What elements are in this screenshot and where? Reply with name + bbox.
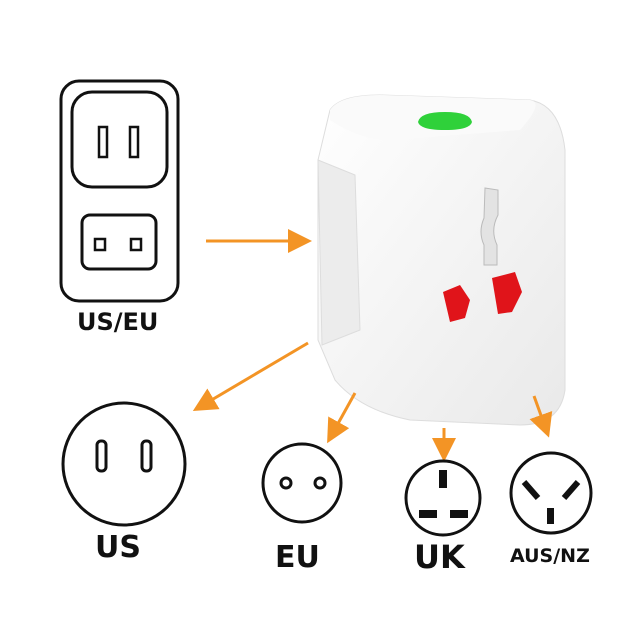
label-us-eu: US/EU (77, 308, 159, 336)
us-socket-icon (61, 401, 187, 527)
arrow-to-eu (327, 392, 357, 444)
arrows (192, 229, 553, 462)
label-uk: UK (414, 538, 465, 576)
uk-socket-icon (404, 459, 482, 537)
label-us: US (95, 530, 141, 565)
arrow-to-aus-nz (529, 395, 553, 438)
label-eu: EU (275, 540, 320, 575)
aus-nz-socket-icon (509, 451, 593, 535)
travel-adapter-image (317, 94, 566, 426)
us-eu-outlet-icon (59, 79, 180, 303)
eu-socket-icon (261, 442, 343, 524)
arrow-to-us (192, 341, 309, 412)
label-aus-nz: AUS/NZ (510, 545, 590, 567)
